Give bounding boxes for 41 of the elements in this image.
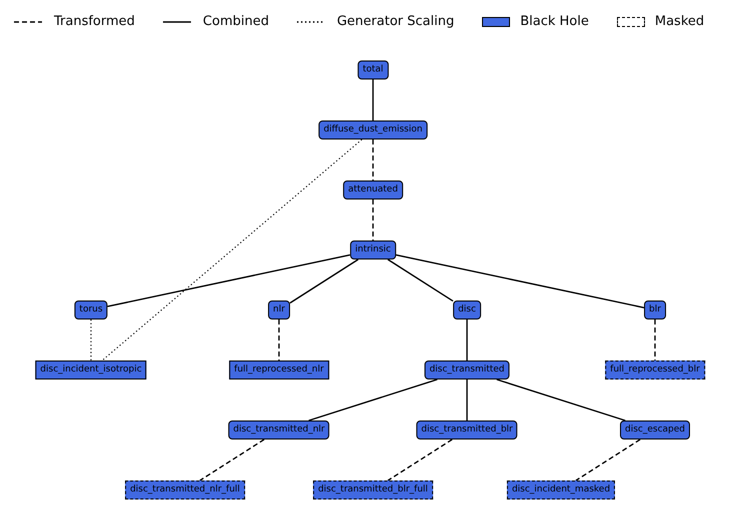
model-node-box: diffuse_dust_emission [318,120,428,140]
legend-label: Black Hole [520,13,589,31]
connector-line [396,254,644,308]
masked-node-box: disc_transmitted_blr_full [313,480,433,500]
model-node-box: disc_transmitted_blr [416,420,518,440]
connector-line [654,320,656,360]
legend-label: Masked [654,13,704,31]
connector-line [90,320,92,360]
masked-node-box: disc_transmitted_nlr_full [125,480,245,500]
legend-label: Transformed [54,13,135,31]
model-node-box: total [358,60,388,80]
connector-line [496,378,626,422]
connector-line [102,139,362,361]
connector-line [107,254,350,308]
model-node-box: blr [644,300,666,320]
connector-line [200,438,264,482]
model-node-box: disc [453,300,481,320]
model-node-box: intrinsic [350,240,396,260]
connector-line [308,378,438,422]
connector-line [388,438,452,482]
leaf-node-box: full_reprocessed_nlr [229,360,329,380]
connector-line [388,258,454,302]
connector-line [372,140,374,180]
connector-line [466,320,468,360]
model-node-box: disc_transmitted_nlr [228,420,330,440]
leaf-node-box: disc_incident_isotropic [35,360,147,380]
model-node-box: nlr [268,300,290,320]
connector-line [278,320,280,360]
masked-node-box: disc_incident_masked [506,480,616,500]
connector-line [372,200,374,240]
connector-line [576,438,640,482]
model-node-box: disc_escaped [620,420,690,440]
connector-line [290,258,358,304]
model-node-box: torus [74,300,108,320]
connector-line [372,80,374,120]
model-node-box: attenuated [343,180,403,200]
masked-node-box: full_reprocessed_blr [605,360,705,380]
connector-line [466,380,468,420]
legend-label: Generator Scaling [336,13,454,31]
legend-label: Combined [202,13,269,31]
model-node-box: disc_transmitted [424,360,510,380]
